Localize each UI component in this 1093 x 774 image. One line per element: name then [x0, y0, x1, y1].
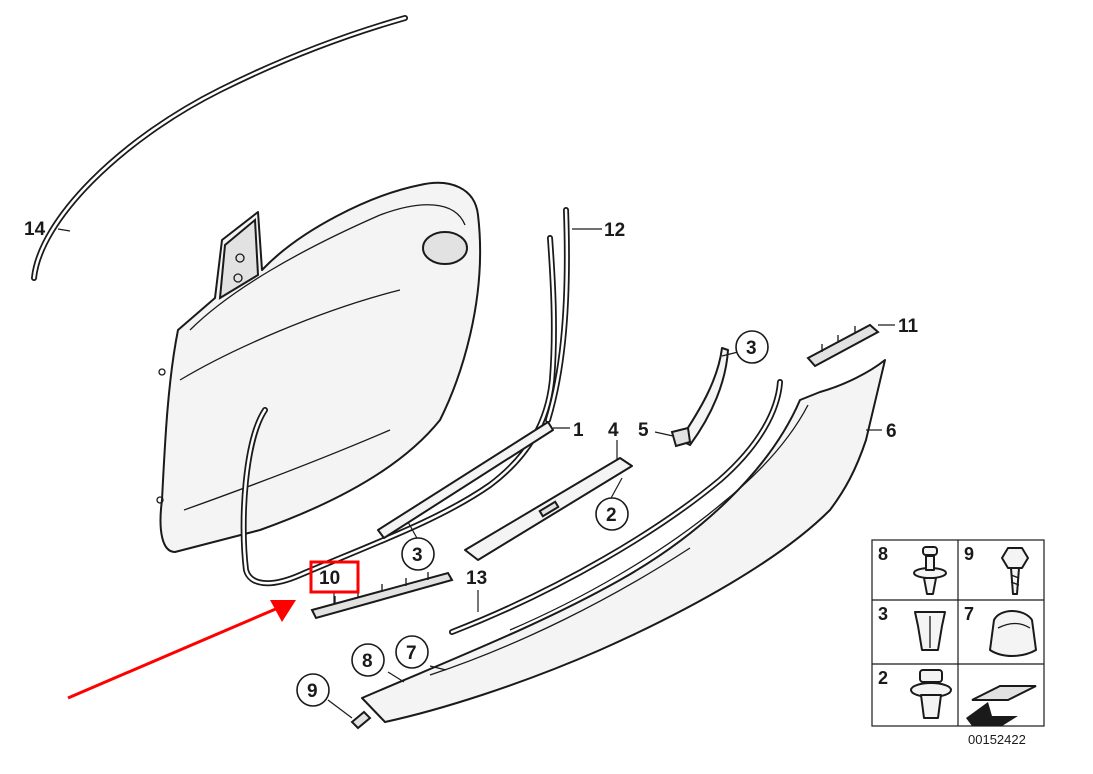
hex-screw-icon	[1001, 547, 1029, 595]
spring-nut-icon	[989, 610, 1037, 657]
part-14-window-seal	[31, 15, 408, 281]
label-5: 5	[638, 420, 649, 441]
part-6-side-skirt	[361, 359, 886, 723]
red-arrow-icon	[67, 600, 296, 700]
leader-lines	[57, 228, 895, 719]
callout-8: 8	[351, 643, 385, 677]
callout-2: 2	[595, 497, 629, 531]
label-4: 4	[608, 420, 619, 441]
callout-9: 9	[296, 673, 330, 707]
part-2-sill-plate	[464, 457, 633, 561]
fastener-legend: 8 9 3 7 2	[871, 539, 1045, 727]
door-seal	[240, 235, 557, 587]
highlight-label-10: 10	[309, 560, 360, 594]
reference-number: 00152422	[968, 732, 1026, 747]
label-12: 12	[604, 220, 625, 241]
expansion-clip-icon	[914, 611, 946, 651]
direction-arrow-icon	[966, 685, 1037, 726]
callout-3-middle: 3	[401, 537, 435, 571]
part-13-edge-strip	[449, 379, 783, 635]
part-12-pillar-strip	[545, 207, 570, 423]
label-1: 1	[573, 420, 584, 441]
part-5-clip	[670, 426, 692, 448]
label-13: 13	[466, 568, 487, 589]
clip-washer-icon	[910, 669, 952, 719]
callout-3-upper: 3	[735, 330, 769, 364]
svg-text:3: 3	[746, 338, 757, 359]
part-11-bracket	[806, 323, 880, 368]
svg-text:7: 7	[406, 643, 417, 664]
svg-text:8: 8	[362, 651, 373, 672]
label-10: 10	[319, 568, 340, 589]
legend-num-8: 8	[878, 544, 888, 564]
door-panel	[156, 181, 482, 553]
legend-num-7: 7	[964, 604, 974, 624]
label-6: 6	[886, 421, 897, 442]
part-9-screw	[350, 710, 372, 730]
legend-num-9: 9	[964, 544, 974, 564]
svg-text:2: 2	[606, 505, 617, 526]
svg-text:3: 3	[412, 545, 423, 566]
push-rivet-icon	[913, 546, 947, 595]
part-1-sill-strip	[377, 421, 554, 539]
part-10-clip-strip	[310, 571, 454, 620]
svg-text:9: 9	[307, 681, 318, 702]
callout-7: 7	[395, 635, 429, 669]
label-14: 14	[24, 219, 46, 240]
legend-num-2: 2	[878, 668, 888, 688]
legend-num-3: 3	[878, 604, 888, 624]
label-11: 11	[898, 316, 919, 337]
